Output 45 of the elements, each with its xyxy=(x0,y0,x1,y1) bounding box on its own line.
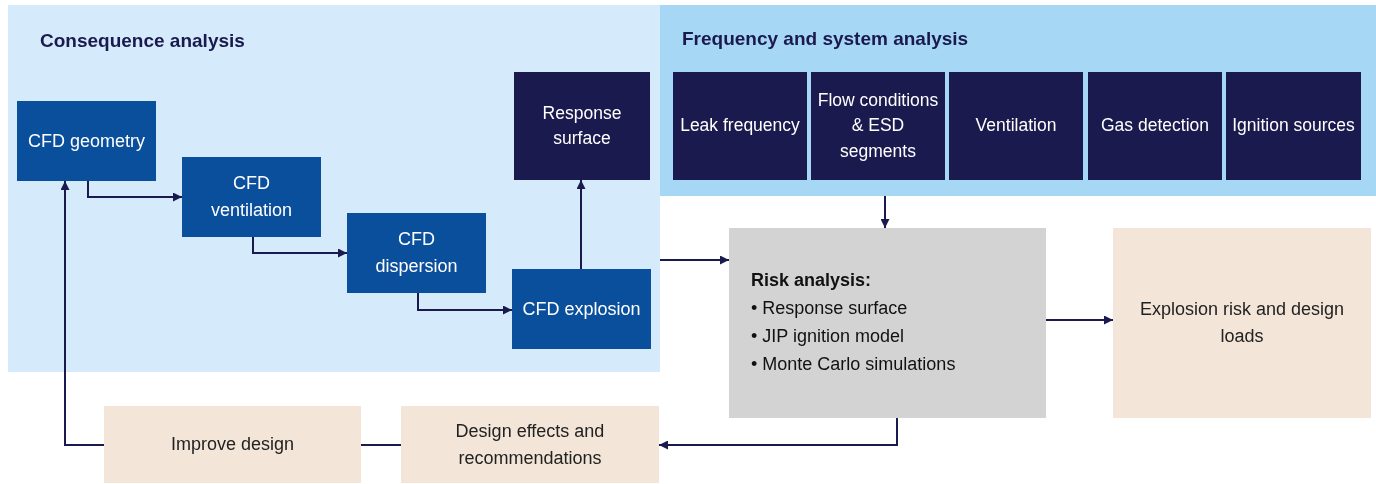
process-box xyxy=(1088,72,1222,180)
analysis-box xyxy=(729,228,1046,418)
box-label: Leak frequency xyxy=(680,114,800,138)
box-label: CFD geometry xyxy=(28,129,145,153)
box-label: CFD explosion xyxy=(522,297,641,321)
arrow xyxy=(659,255,730,265)
process-box xyxy=(182,157,321,237)
process-box xyxy=(347,213,486,293)
result-box xyxy=(1113,228,1371,418)
box-label: CFD ventilation xyxy=(209,172,294,222)
box-label: Design effects and recommendations xyxy=(454,419,606,470)
arrow xyxy=(252,236,348,258)
arrow xyxy=(576,179,586,270)
process-box xyxy=(811,72,945,180)
process-box xyxy=(949,72,1083,180)
process-box xyxy=(1226,72,1361,180)
connector-line xyxy=(360,444,402,446)
box-label: Response surface xyxy=(541,101,623,150)
box-label: Improve design xyxy=(170,433,295,456)
arrow xyxy=(658,417,898,450)
arrow xyxy=(60,180,105,446)
panel-title: Frequency and system analysis xyxy=(682,27,969,51)
bullet-item: • Response surface xyxy=(751,297,908,321)
box-label: Flow conditions & ESD segments xyxy=(816,88,940,163)
arrow xyxy=(1045,315,1114,325)
box-label: CFD dispersion xyxy=(374,228,459,278)
bullet-item: • JIP ignition model xyxy=(751,325,905,348)
box-label: Gas detection xyxy=(1101,114,1209,138)
panel-title: Consequence analysis xyxy=(40,29,245,53)
process-box xyxy=(512,269,651,349)
group-panel xyxy=(8,5,660,372)
box-heading: Risk analysis: xyxy=(751,269,872,293)
bullet-item: • Monte Carlo simulations xyxy=(751,352,956,376)
arrow xyxy=(880,195,890,229)
arrow xyxy=(417,292,513,315)
box-label: Explosion risk and design loads xyxy=(1138,298,1346,348)
result-box xyxy=(104,406,361,483)
process-box xyxy=(514,72,650,180)
box-label: Ventilation xyxy=(975,114,1057,138)
result-box xyxy=(401,406,659,483)
process-box xyxy=(673,72,807,180)
process-box xyxy=(17,101,156,181)
group-panel xyxy=(660,5,1376,196)
box-label: Ignition sources xyxy=(1232,114,1355,138)
arrow xyxy=(87,180,183,202)
